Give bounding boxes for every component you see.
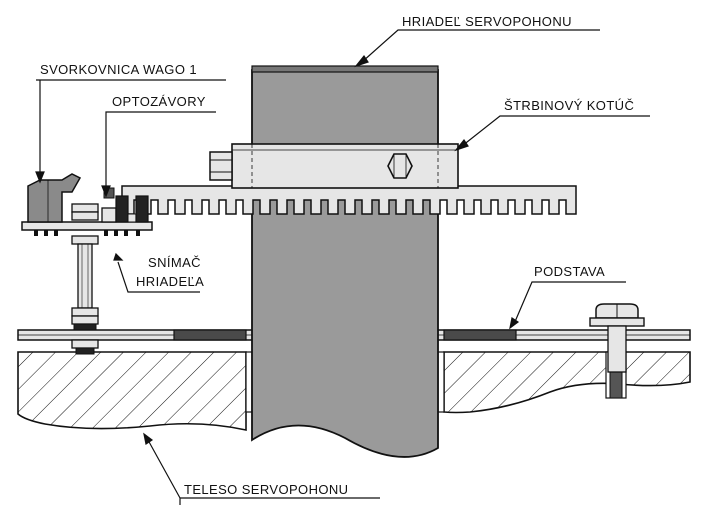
shaft-sensor-assembly — [21, 173, 153, 355]
optical-gate-icon — [115, 195, 129, 223]
label-terminal-block: SVORKOVNICA WAGO 1 — [40, 62, 197, 77]
wago-terminal-icon — [27, 173, 82, 223]
gasket-right — [443, 329, 517, 341]
leader-lines — [35, 29, 650, 505]
labels: HRIADEĽ SERVOPOHONU SVORKOVNICA WAGO 1 O… — [40, 14, 634, 497]
hex-nut-icon — [387, 153, 413, 179]
servo-body — [17, 351, 691, 431]
gasket-left — [173, 329, 247, 341]
label-sensor-line2: HRIADEĽA — [136, 274, 204, 289]
label-optical-gates: OPTOZÁVORY — [112, 94, 206, 109]
slotted-disc — [121, 143, 577, 215]
base-fixing-screw — [589, 303, 645, 373]
servo-shaft — [251, 65, 439, 458]
label-slotted-disc: ŠTRBINOVÝ KOTÚČ — [504, 98, 634, 113]
label-shaft: HRIADEĽ SERVOPOHONU — [402, 14, 572, 29]
label-body: TELESO SERVOPOHONU — [184, 482, 348, 497]
label-base: PODSTAVA — [534, 264, 605, 279]
label-sensor-line1: SNÍMAČ — [148, 255, 201, 270]
